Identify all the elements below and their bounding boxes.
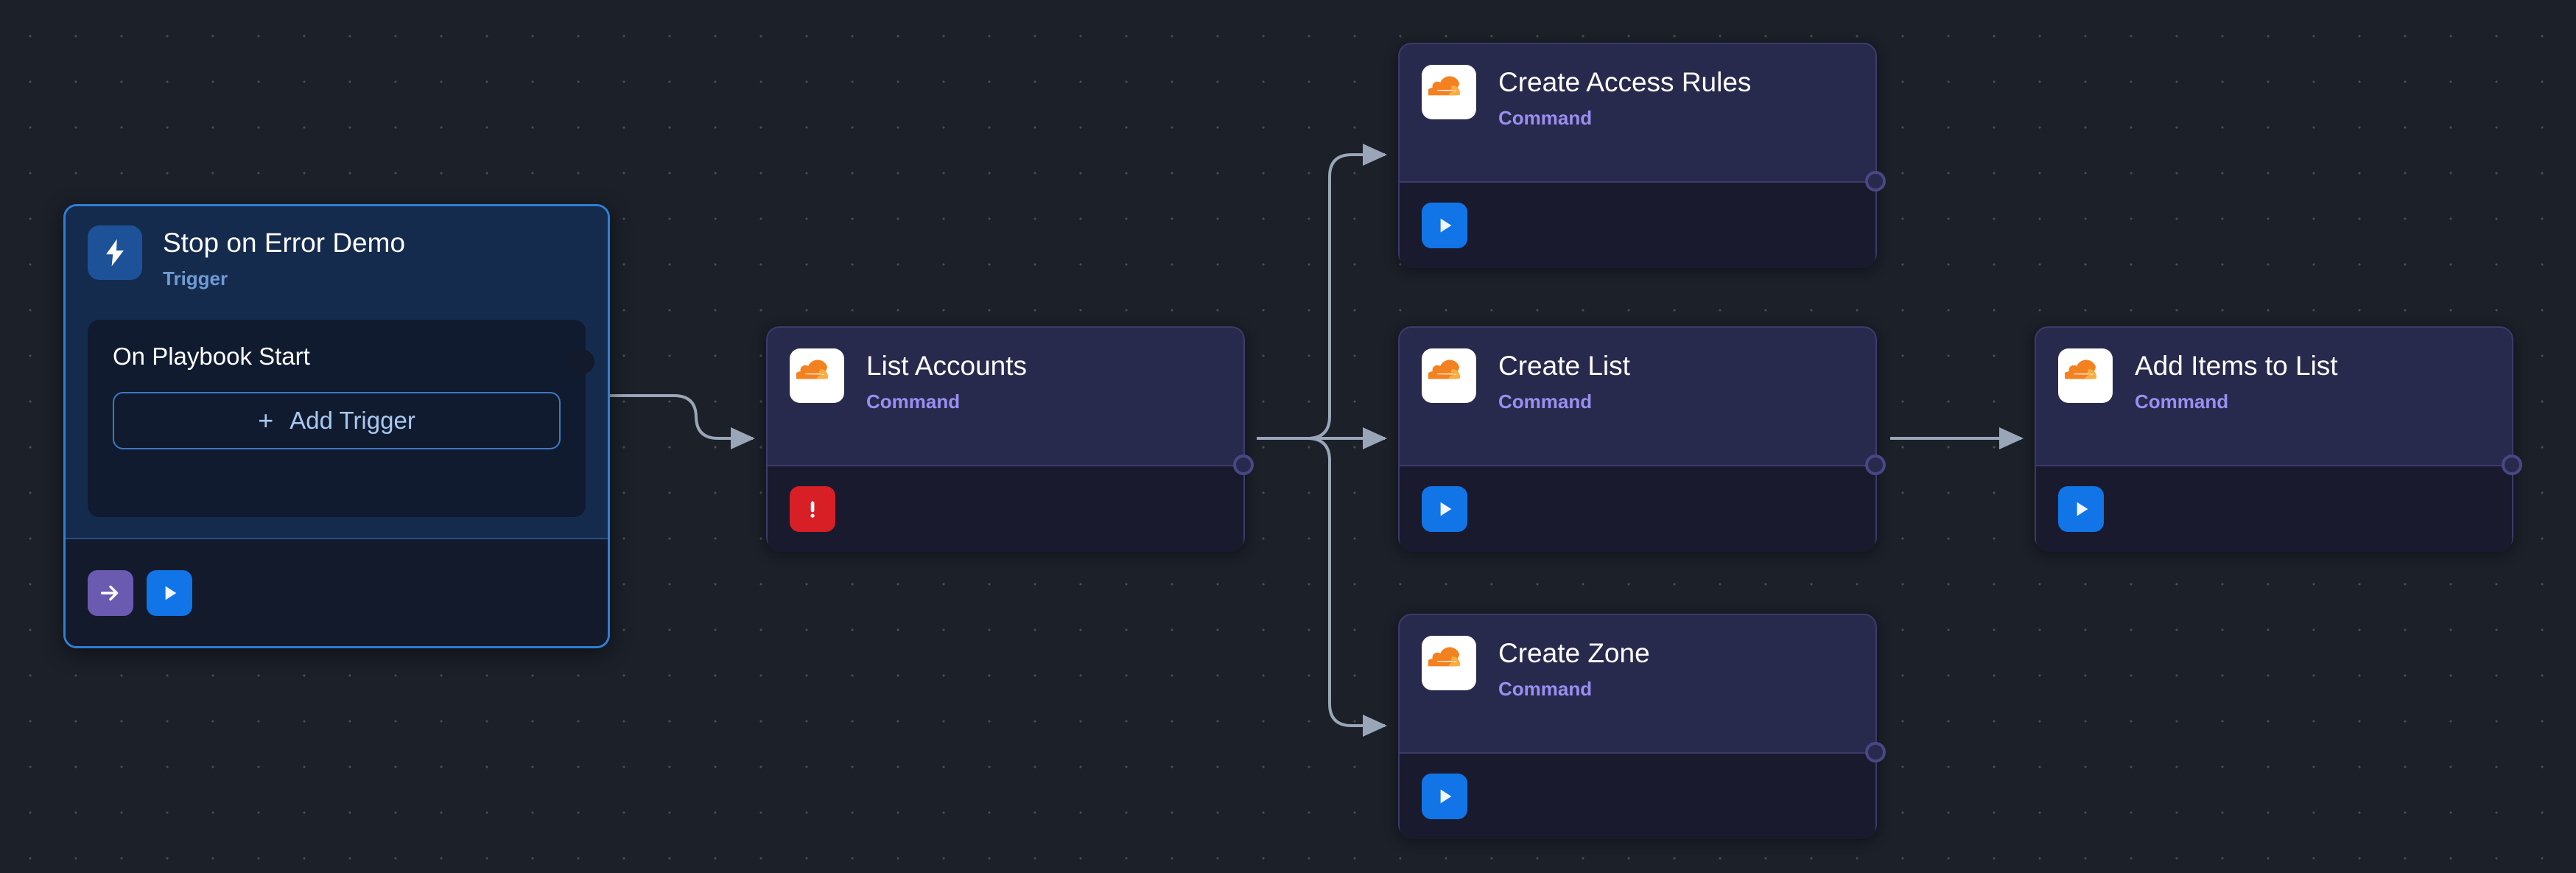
node-titles: List Accounts Command bbox=[866, 348, 1027, 413]
trigger-node[interactable]: Stop on Error Demo Trigger On Playbook S… bbox=[63, 204, 610, 648]
node-create-zone[interactable]: Create Zone Command bbox=[1398, 614, 1886, 839]
trigger-node-footer bbox=[66, 538, 608, 646]
node-output-handle[interactable] bbox=[2502, 455, 2522, 475]
on-playbook-start-label: On Playbook Start bbox=[113, 343, 310, 370]
node-output-handle[interactable] bbox=[1865, 742, 1886, 762]
node-footer bbox=[1400, 465, 1875, 552]
node-titles: Add Items to List Command bbox=[2135, 348, 2338, 413]
node-title: Create List bbox=[1498, 351, 1630, 381]
node-footer bbox=[1400, 752, 1875, 839]
cloudflare-icon bbox=[790, 348, 844, 403]
node-title: Add Items to List bbox=[2135, 351, 2338, 381]
trigger-node-subtitle: Trigger bbox=[163, 267, 228, 290]
node-subtitle: Command bbox=[1498, 390, 1593, 413]
node-output-handle[interactable] bbox=[1865, 455, 1886, 475]
play-icon[interactable] bbox=[1422, 774, 1467, 819]
node-output-handle[interactable] bbox=[1865, 171, 1886, 192]
play-icon[interactable] bbox=[147, 569, 192, 616]
add-trigger-button[interactable]: + Add Trigger bbox=[113, 392, 561, 449]
node-footer bbox=[768, 465, 1243, 552]
node-create-list[interactable]: Create List Command bbox=[1398, 326, 1886, 552]
arrow-right-icon[interactable] bbox=[88, 569, 133, 616]
lightning-bolt-icon bbox=[88, 225, 142, 280]
cloudflare-icon bbox=[1422, 636, 1476, 690]
exclamation-icon[interactable] bbox=[790, 486, 835, 532]
node-titles: Create List Command bbox=[1498, 348, 1630, 413]
play-icon[interactable] bbox=[1422, 203, 1467, 248]
add-trigger-label: Add Trigger bbox=[289, 407, 415, 434]
trigger-node-titles: Stop on Error Demo Trigger bbox=[163, 225, 405, 290]
node-footer bbox=[2036, 465, 2512, 552]
node-header: Create Zone Command bbox=[1400, 615, 1875, 752]
node-title: List Accounts bbox=[866, 351, 1028, 381]
node-title: Create Zone bbox=[1498, 638, 1650, 668]
node-output-handle[interactable] bbox=[1233, 455, 1254, 475]
node-titles: Create Access Rules Command bbox=[1498, 65, 1751, 130]
node-subtitle: Command bbox=[1498, 678, 1593, 700]
trigger-node-header: Stop on Error Demo Trigger bbox=[88, 225, 586, 308]
node-create-access-rules[interactable]: Create Access Rules Command bbox=[1398, 43, 1886, 268]
edge-list-accounts-to-create-access-rules bbox=[1257, 144, 1387, 440]
plus-icon: + bbox=[258, 405, 274, 435]
cloudflare-icon bbox=[1422, 348, 1476, 403]
cloudflare-icon bbox=[2058, 348, 2113, 403]
node-header: List Accounts Command bbox=[768, 328, 1243, 465]
trigger-output-handle[interactable] bbox=[569, 349, 594, 374]
node-list-accounts[interactable]: List Accounts Command bbox=[766, 326, 1254, 552]
node-subtitle: Command bbox=[2135, 390, 2229, 413]
node-subtitle: Command bbox=[1498, 107, 1593, 129]
node-subtitle: Command bbox=[866, 390, 961, 413]
node-titles: Create Zone Command bbox=[1498, 636, 1650, 701]
on-playbook-start-panel[interactable]: On Playbook Start + Add Trigger bbox=[88, 320, 594, 517]
trigger-node-title: Stop on Error Demo bbox=[163, 228, 406, 258]
play-icon[interactable] bbox=[2058, 486, 2104, 532]
play-icon[interactable] bbox=[1422, 486, 1467, 532]
trigger-node-body: Stop on Error Demo Trigger On Playbook S… bbox=[66, 206, 608, 538]
node-footer bbox=[1400, 181, 1875, 268]
node-header: Create Access Rules Command bbox=[1400, 44, 1875, 181]
cloudflare-icon bbox=[1422, 65, 1476, 119]
node-header: Create List Command bbox=[1400, 328, 1875, 465]
node-add-items-to-list[interactable]: Add Items to List Command bbox=[2035, 326, 2522, 552]
node-title: Create Access Rules bbox=[1498, 67, 1752, 97]
edge-list-accounts-to-create-zone bbox=[1257, 437, 1387, 737]
node-header: Add Items to List Command bbox=[2036, 328, 2512, 465]
